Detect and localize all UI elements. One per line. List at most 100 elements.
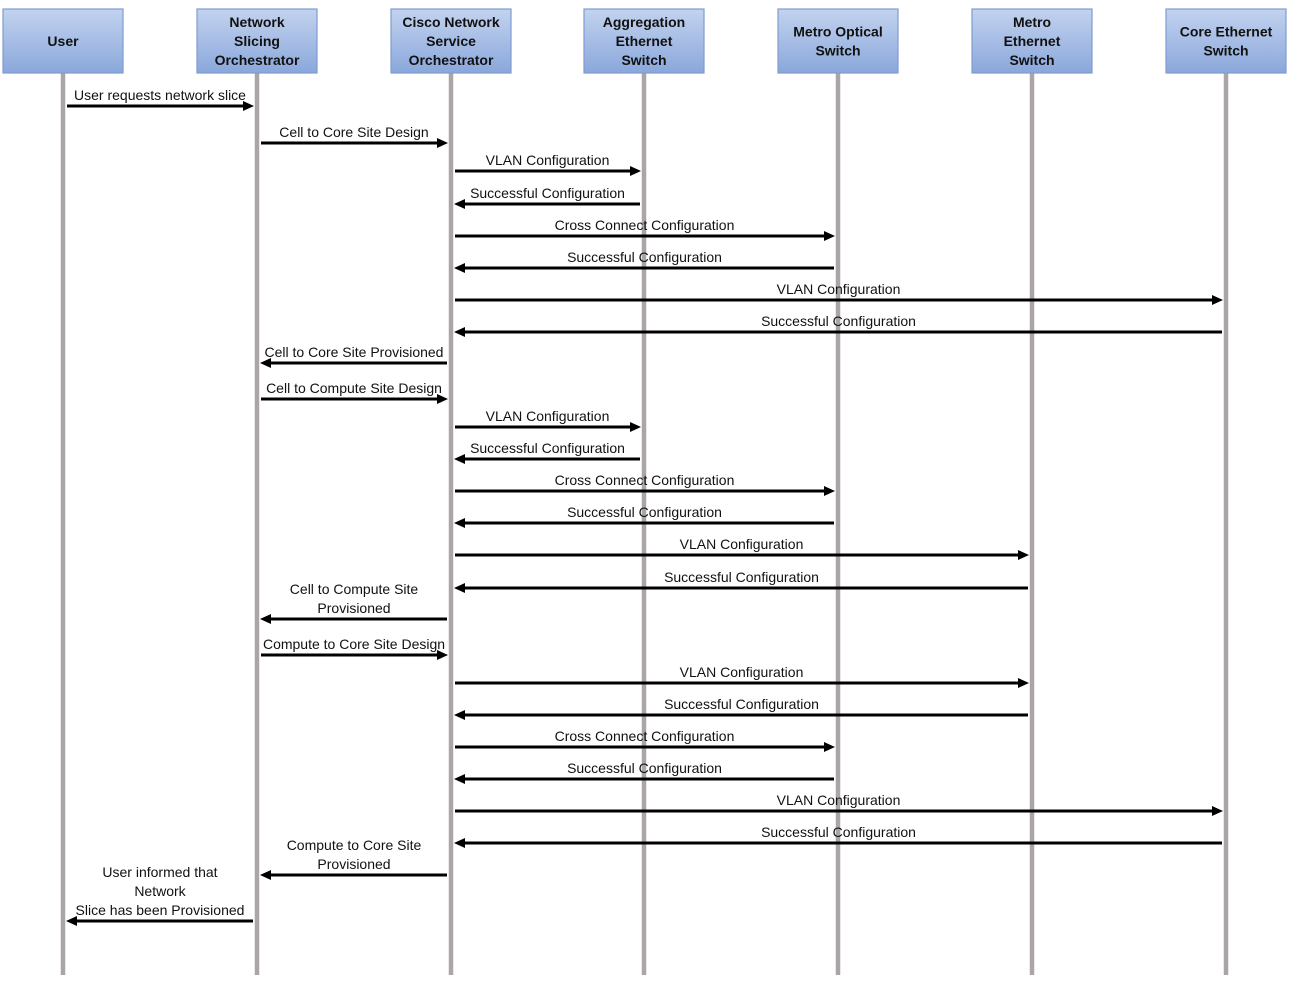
- message-label: Provisioned: [317, 856, 390, 872]
- participant-label: Orchestrator: [215, 52, 300, 68]
- message-6: Successful Configuration: [454, 249, 834, 273]
- participant-box: [583, 8, 705, 74]
- participant-label: Core Ethernet: [1180, 24, 1273, 40]
- participant-box: [2, 8, 124, 74]
- lifelines: [60, 73, 1229, 975]
- message-1: User requests network slice: [67, 87, 254, 111]
- participant-label: Metro Optical: [793, 24, 882, 40]
- participant-box: [196, 8, 318, 74]
- message-label: Successful Configuration: [761, 824, 916, 840]
- message-label: Compute to Core Site Design: [263, 636, 445, 652]
- participant-label: Ethernet: [1004, 33, 1061, 49]
- message-arrowhead: [454, 327, 465, 337]
- message-20: Successful Configuration: [454, 696, 1028, 720]
- message-arrowhead: [454, 518, 465, 528]
- message-arrowhead: [454, 583, 465, 593]
- message-arrowhead: [1018, 678, 1029, 688]
- message-arrowhead: [243, 101, 254, 111]
- message-arrowhead: [1212, 806, 1223, 816]
- message-arrowhead: [1018, 550, 1029, 560]
- message-label: User informed that: [102, 864, 217, 880]
- message-label: Successful Configuration: [664, 569, 819, 585]
- message-label: Successful Configuration: [470, 185, 625, 201]
- participant-label: Metro: [1013, 14, 1051, 30]
- message-13: Cross Connect Configuration: [455, 472, 835, 496]
- message-3: VLAN Configuration: [455, 152, 641, 176]
- message-label: User requests network slice: [74, 87, 246, 103]
- participant-label: Slicing: [234, 33, 280, 49]
- message-label: Compute to Core Site: [287, 837, 422, 853]
- message-arrowhead: [630, 166, 641, 176]
- message-16: Successful Configuration: [454, 569, 1028, 593]
- message-4: Successful Configuration: [454, 185, 640, 209]
- message-arrowhead: [260, 358, 271, 368]
- message-label: Cell to Compute Site Design: [266, 380, 442, 396]
- message-label: Cell to Core Site Provisioned: [265, 344, 444, 360]
- message-10: Cell to Compute Site Design: [261, 380, 448, 404]
- message-arrowhead: [824, 231, 835, 241]
- participant-label: Switch: [1203, 43, 1248, 59]
- participant-label: Cisco Network: [402, 14, 499, 30]
- message-arrowhead: [454, 774, 465, 784]
- message-2: Cell to Core Site Design: [261, 124, 448, 148]
- message-14: Successful Configuration: [454, 504, 834, 528]
- participant-label: Ethernet: [616, 33, 673, 49]
- message-arrowhead: [437, 650, 448, 660]
- message-arrowhead: [1212, 295, 1223, 305]
- participant-label: Switch: [621, 52, 666, 68]
- message-24: Successful Configuration: [454, 824, 1222, 848]
- message-arrowhead: [260, 614, 271, 624]
- message-arrowhead: [260, 870, 271, 880]
- participant-box: [777, 8, 899, 74]
- message-19: VLAN Configuration: [455, 664, 1029, 688]
- participant-label: Orchestrator: [409, 52, 494, 68]
- message-arrowhead: [824, 486, 835, 496]
- participant-label: Aggregation: [603, 14, 685, 30]
- participant-box: [971, 8, 1093, 74]
- message-label: Successful Configuration: [567, 504, 722, 520]
- message-label: Slice has been Provisioned: [76, 902, 245, 918]
- message-label: Cell to Compute Site: [290, 581, 419, 597]
- message-arrowhead: [66, 916, 77, 926]
- message-5: Cross Connect Configuration: [455, 217, 835, 241]
- message-arrowhead: [630, 422, 641, 432]
- message-22: Successful Configuration: [454, 760, 834, 784]
- message-8: Successful Configuration: [454, 313, 1222, 337]
- participant-label: Service: [426, 33, 476, 49]
- message-label: VLAN Configuration: [777, 281, 901, 297]
- participant-label: User: [47, 33, 79, 49]
- message-7: VLAN Configuration: [455, 281, 1223, 305]
- message-arrowhead: [454, 710, 465, 720]
- message-label: Cross Connect Configuration: [555, 728, 735, 744]
- message-18: Compute to Core Site Design: [261, 636, 448, 660]
- message-label: VLAN Configuration: [680, 664, 804, 680]
- message-label: VLAN Configuration: [777, 792, 901, 808]
- message-label: Successful Configuration: [664, 696, 819, 712]
- message-arrowhead: [824, 742, 835, 752]
- message-arrowhead: [454, 454, 465, 464]
- message-label: Successful Configuration: [567, 249, 722, 265]
- message-label: Cell to Core Site Design: [279, 124, 428, 140]
- participant-label: Switch: [815, 43, 860, 59]
- message-label: Successful Configuration: [470, 440, 625, 456]
- message-9: Cell to Core Site Provisioned: [260, 344, 447, 368]
- participant-box: [1165, 8, 1287, 74]
- message-arrowhead: [437, 138, 448, 148]
- message-arrowhead: [437, 394, 448, 404]
- message-21: Cross Connect Configuration: [455, 728, 835, 752]
- message-label: VLAN Configuration: [680, 536, 804, 552]
- message-label: Provisioned: [317, 600, 390, 616]
- message-label: VLAN Configuration: [486, 152, 610, 168]
